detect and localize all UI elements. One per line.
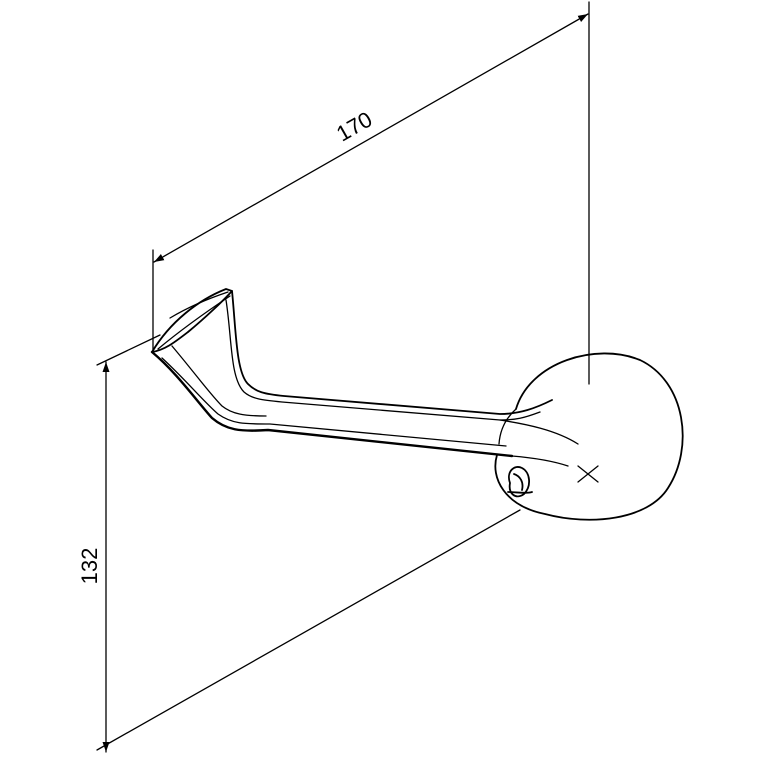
wall-rosette <box>494 352 684 521</box>
height-extension-line-bottom <box>96 509 521 751</box>
handle-neck-top <box>499 419 579 445</box>
length-dimension: 170 <box>152 1 590 385</box>
height-dimension-label: 132 <box>77 548 102 585</box>
handle-side-face <box>171 345 267 417</box>
handle-neck-bottom <box>511 455 569 467</box>
grub-screw-icon <box>508 466 530 498</box>
handle-tip <box>151 288 233 353</box>
length-dimension-line <box>153 13 589 263</box>
height-extension-line-top <box>96 334 161 366</box>
lever-handle <box>150 288 579 467</box>
handle-upper-edge-inner <box>225 299 541 421</box>
length-dimension-label: 170 <box>332 107 376 147</box>
rosette-outline <box>494 352 684 521</box>
handle-lower-edge-inner <box>161 357 507 447</box>
height-dimension: 132 <box>77 334 521 753</box>
handle-tip-facet-2 <box>169 291 229 319</box>
handle-tip-facet <box>157 295 231 350</box>
handle-upper-edge <box>231 290 553 415</box>
rosette-edge-inner <box>498 408 517 445</box>
grub-screw-slot <box>507 473 533 494</box>
handle-lower-edge <box>150 350 514 458</box>
cross-mark <box>577 465 599 483</box>
